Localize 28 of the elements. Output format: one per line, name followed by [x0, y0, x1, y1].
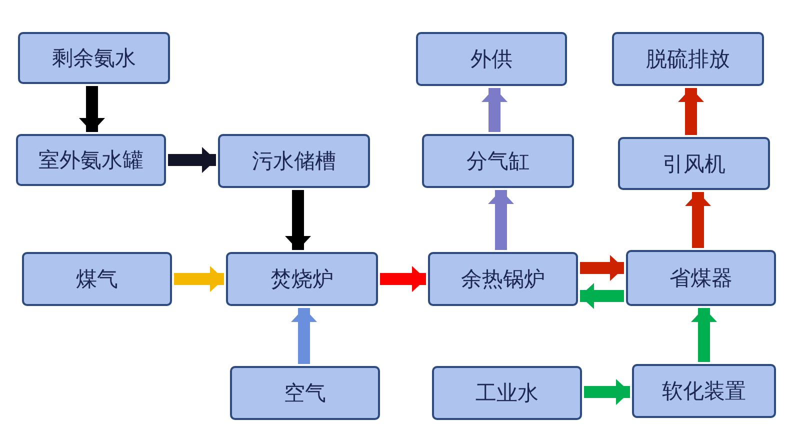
process-box: 室外氨水罐 — [16, 134, 166, 186]
arrow — [678, 88, 704, 135]
arrow — [168, 147, 216, 173]
arrow — [580, 283, 624, 309]
process-box: 引风机 — [618, 137, 770, 190]
process-box: 焚烧炉 — [226, 252, 378, 306]
process-box: 工业水 — [432, 366, 582, 420]
process-box: 剩余氨水 — [18, 32, 170, 84]
arrow — [380, 266, 426, 292]
arrow — [488, 190, 514, 250]
arrow — [291, 308, 317, 364]
process-box: 外供 — [416, 32, 567, 86]
arrow — [584, 379, 630, 405]
arrow — [580, 255, 624, 281]
arrow — [79, 86, 105, 132]
process-box: 软化装置 — [632, 364, 776, 418]
process-box: 分气缸 — [422, 134, 574, 188]
process-box: 余热锅炉 — [428, 252, 578, 306]
arrow — [285, 190, 311, 250]
arrow — [685, 192, 711, 248]
arrow — [691, 308, 717, 362]
arrow — [174, 266, 224, 292]
process-box: 空气 — [230, 366, 380, 420]
arrow — [482, 88, 508, 132]
process-box: 煤气 — [22, 252, 172, 306]
process-box: 省煤器 — [626, 250, 776, 306]
process-box: 脱硫排放 — [612, 32, 764, 86]
process-box: 污水储槽 — [218, 134, 370, 188]
